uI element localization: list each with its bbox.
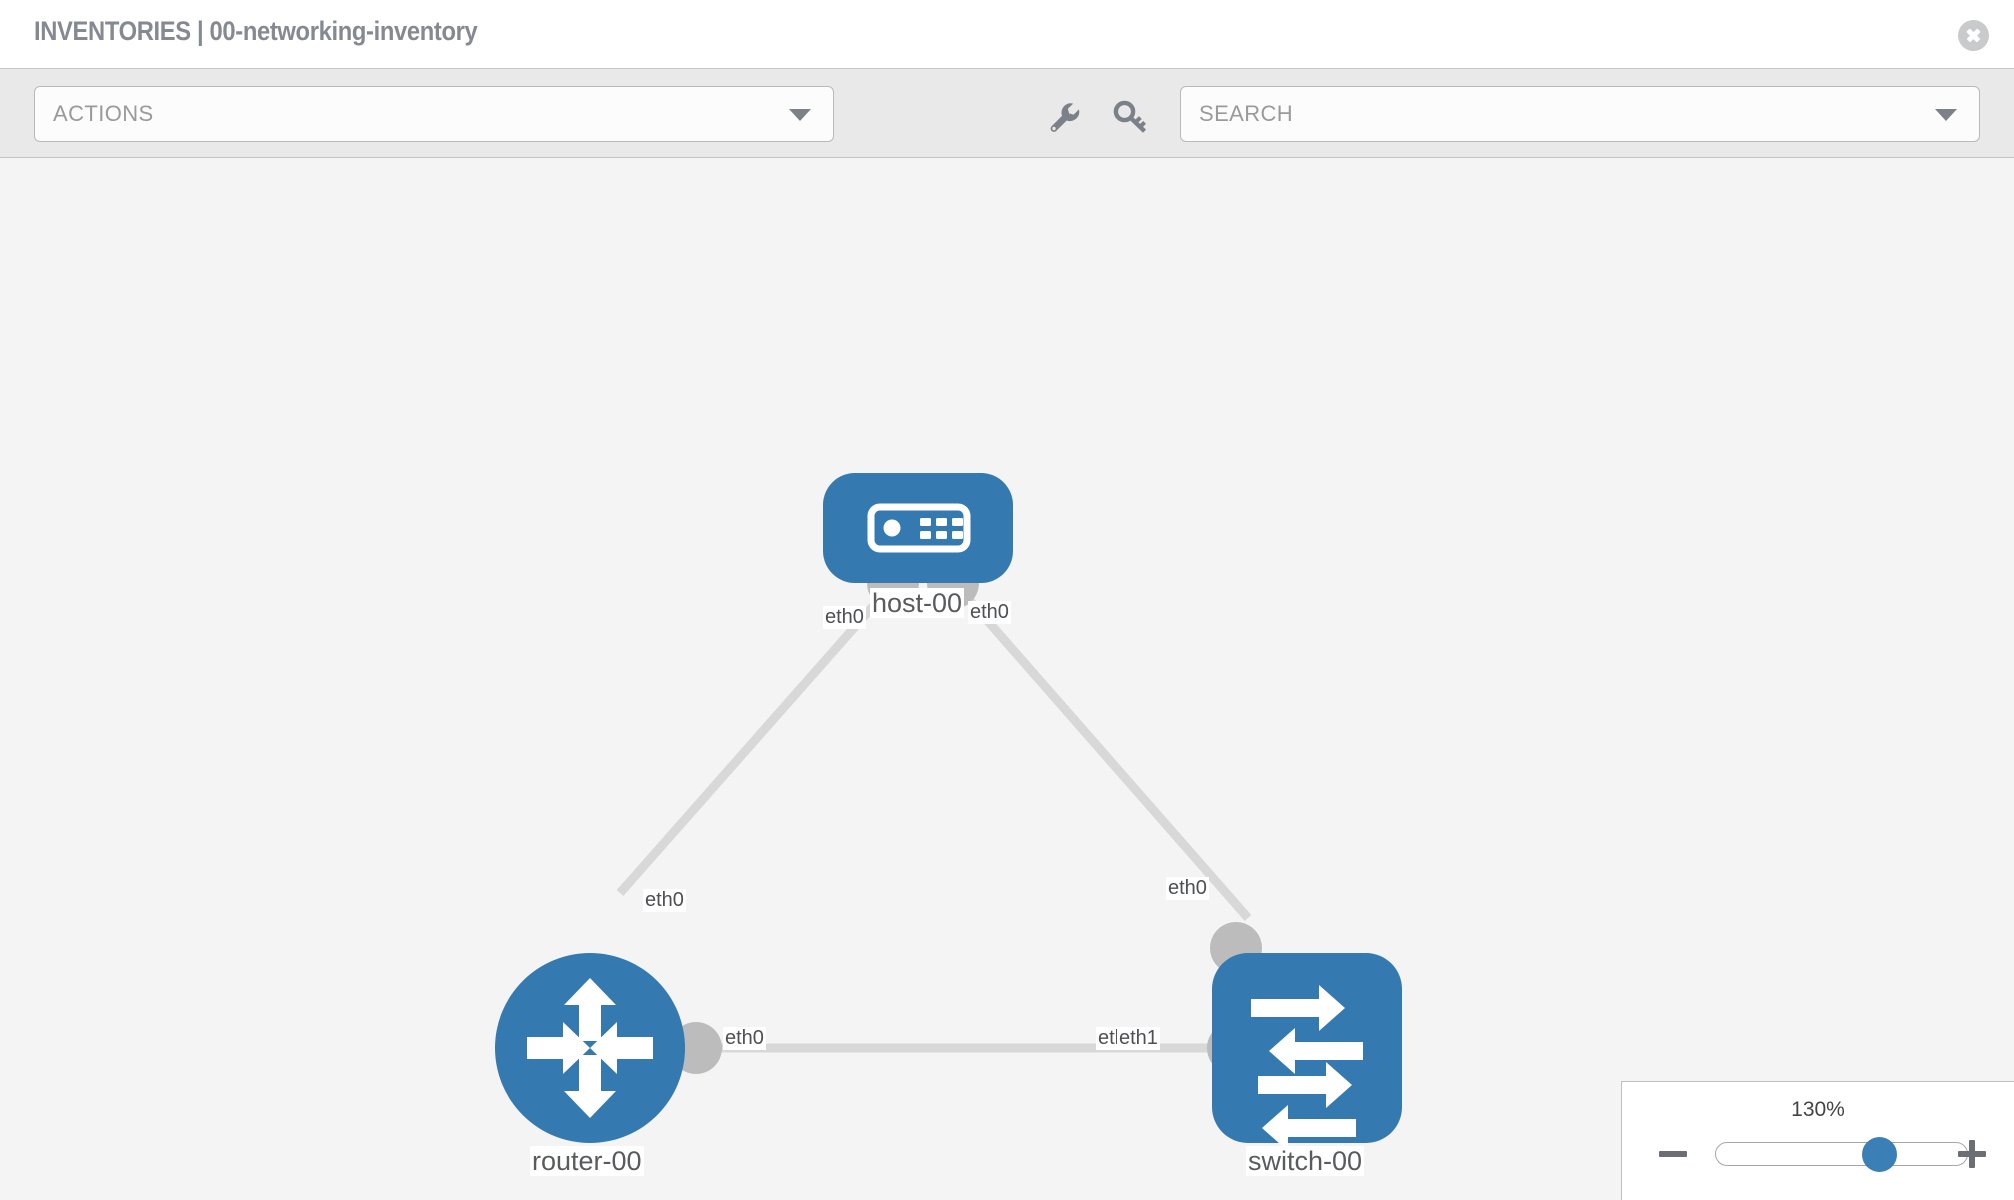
topology-graph — [495, 473, 1402, 1151]
interface-label: eth0 — [823, 606, 866, 629]
zoom-level-value: 130% — [1791, 1098, 1845, 1121]
wrench-icon[interactable] — [1043, 97, 1083, 137]
window-titlebar: INVENTORIES | 00-networking-inventory — [0, 0, 2014, 68]
page-title: INVENTORIES | 00-networking-inventory — [34, 16, 478, 46]
interface-label: eth0 — [643, 889, 686, 912]
node-switch-00 — [1212, 953, 1402, 1151]
zoom-slider-thumb[interactable] — [1862, 1137, 1898, 1172]
topology-toolbar: ACTIONS SEARCH — [0, 68, 2014, 158]
actions-dropdown[interactable]: ACTIONS — [34, 86, 834, 142]
interface-label: eth1 — [1117, 1027, 1160, 1050]
link-host00-switch00 — [946, 575, 1252, 921]
zoom-slider-track[interactable] — [1715, 1137, 1968, 1172]
zoom-slider-row — [1622, 1134, 2014, 1174]
node-label: router-00 — [530, 1146, 644, 1177]
link-host00-router00 — [616, 575, 902, 896]
node-router-00 — [495, 953, 685, 1143]
topology-ports — [670, 557, 1262, 1074]
search-placeholder: SEARCH — [1199, 101, 1294, 126]
chevron-down-icon — [789, 109, 811, 121]
zoom-control-panel: 130% — [1621, 1081, 2014, 1200]
zoom-out-button[interactable] — [1659, 1140, 1687, 1168]
node-label: switch-00 — [1246, 1146, 1365, 1177]
topology-canvas[interactable]: eth0 eth0 host-00 eth0 eth0 eth0 eth0 et… — [0, 158, 2014, 1200]
search-input[interactable]: SEARCH — [1180, 86, 1980, 142]
actions-dropdown-label: ACTIONS — [53, 101, 154, 126]
interface-label: eth0 — [968, 601, 1011, 624]
node-host-00 — [823, 473, 1013, 583]
close-icon[interactable] — [1958, 20, 1989, 51]
interface-label: eth0 — [723, 1027, 766, 1050]
node-label: host-00 — [870, 588, 965, 619]
topology-links — [616, 575, 1252, 1053]
chevron-down-icon — [1935, 109, 1957, 121]
zoom-in-button[interactable] — [1958, 1140, 1986, 1168]
interface-label: eth0 — [1166, 877, 1209, 900]
key-icon[interactable] — [1110, 97, 1150, 137]
